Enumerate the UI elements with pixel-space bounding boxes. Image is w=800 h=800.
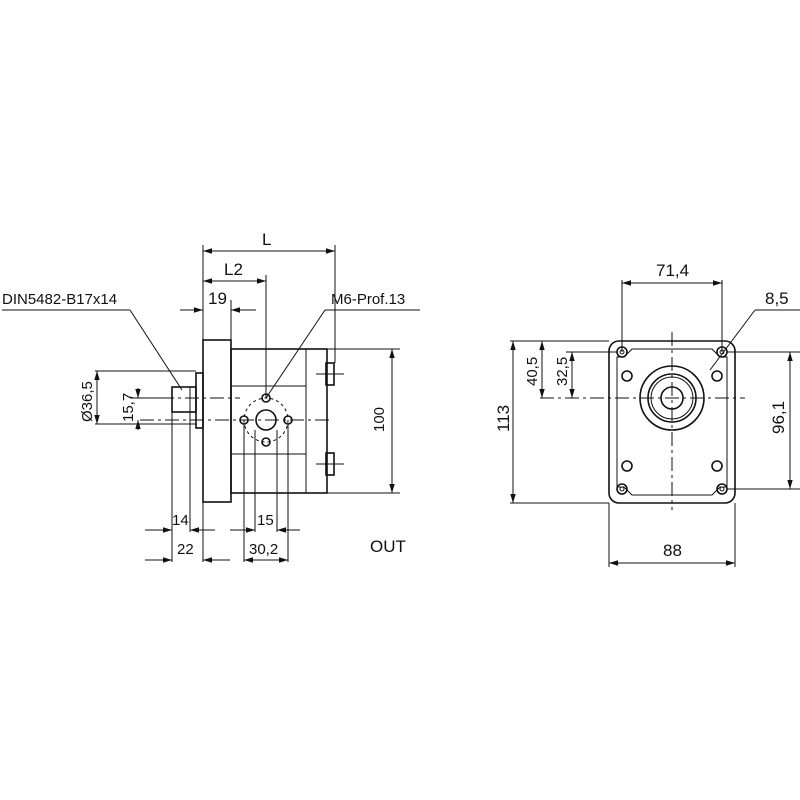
pump-body: [230, 348, 328, 494]
dim-label: 96,1: [769, 401, 788, 434]
dim-label: 15: [257, 512, 274, 529]
dim-label: 100: [371, 407, 388, 432]
dim-label: 15,7: [120, 393, 137, 422]
front-view: 71,4 8,5 113 40,5 32,5 96,1 88: [494, 261, 800, 567]
thread-spec: M6-Prof.13: [331, 291, 405, 308]
dim-label: 32,5: [554, 357, 571, 386]
dim-label: 40,5: [524, 357, 541, 386]
dim-label: Ø36,5: [79, 381, 96, 422]
port-label-out: OUT: [370, 537, 406, 556]
dim-label: 22: [177, 541, 194, 558]
shaft: [171, 386, 197, 413]
dim-label: 30,2: [249, 541, 278, 558]
dim-label: 19: [208, 289, 227, 308]
dim-label: 113: [494, 405, 513, 432]
flange: [202, 339, 232, 503]
spline-spec: DIN5482-B17x14: [2, 291, 117, 308]
dim-label: L2: [224, 260, 243, 279]
dim-label: 8,5: [765, 289, 789, 308]
dim-label: 88: [663, 541, 682, 560]
dim-label: 14: [172, 512, 189, 529]
side-view: L L2 19 DIN5482-B17x14 M6-Prof.13 Ø36,5 …: [2, 230, 420, 563]
dim-label: 71,4: [656, 261, 689, 280]
dim-label: L: [262, 230, 271, 249]
